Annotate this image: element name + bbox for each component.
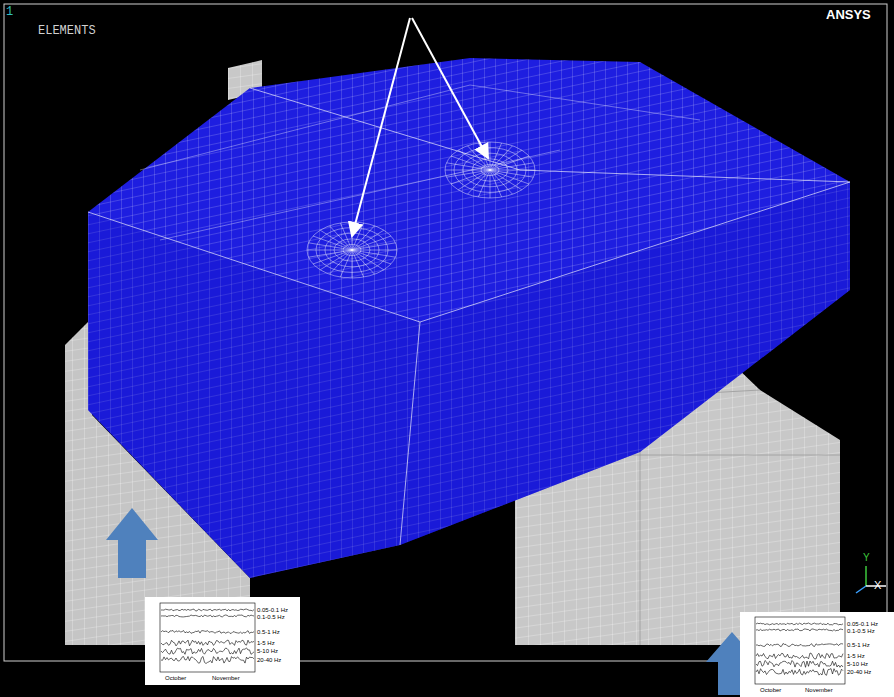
band-label: 0.05-0.1 Hz — [257, 607, 288, 613]
axis-label: November — [212, 675, 240, 681]
band-label: 20-40 Hz — [847, 669, 871, 675]
axis-label: October — [760, 687, 781, 693]
band-label: 0.5-1 Hz — [257, 629, 280, 635]
window-number: 1 — [6, 6, 13, 18]
band-label: 5-10 Hz — [257, 648, 278, 654]
axis-label: X — [874, 580, 881, 591]
band-label: 5-10 Hz — [847, 661, 868, 667]
leader-arrow — [352, 18, 410, 236]
logo: ANSYS — [826, 8, 871, 21]
inset-chart — [740, 612, 894, 697]
axis-label: October — [165, 675, 186, 681]
leader-arrow — [412, 18, 488, 158]
band-label: 20-40 Hz — [257, 657, 281, 663]
mesh-body — [88, 58, 850, 578]
plot-title: ELEMENTS — [38, 25, 96, 37]
axis-triad — [856, 566, 886, 593]
band-label: 0.1-0.5 Hz — [847, 628, 875, 634]
band-label: 0.5-1 Hz — [847, 642, 870, 648]
axis-label: Y — [863, 553, 870, 563]
axis-label: November — [805, 687, 833, 693]
inset-chart — [145, 597, 300, 685]
input-arrow — [106, 508, 158, 578]
band-label: 1-5 Hz — [847, 653, 865, 659]
band-label: 1-5 Hz — [257, 640, 275, 646]
band-label: 0.05-0.1 Hz — [847, 621, 878, 627]
band-label: 0.1-0.5 Hz — [257, 614, 285, 620]
